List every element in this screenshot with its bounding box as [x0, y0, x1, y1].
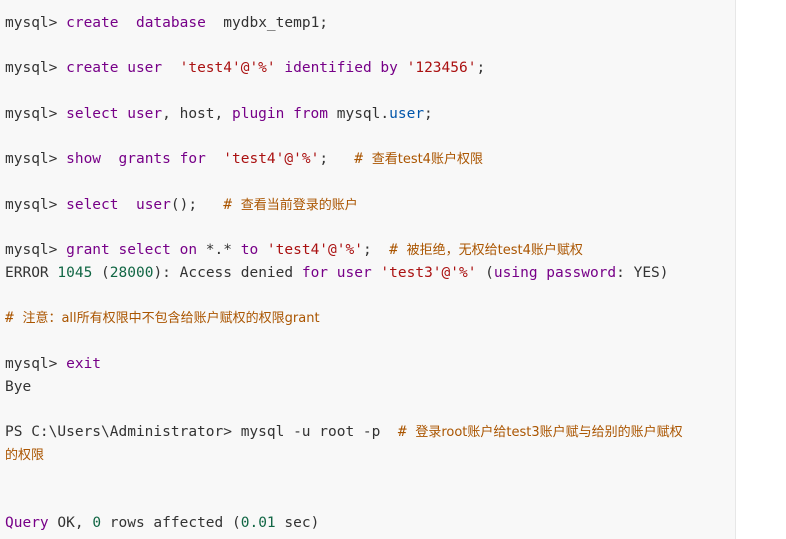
powershell-line: PS C:\Users\Administrator> mysql -u root… [5, 424, 683, 440]
code-line: mysql> exit [5, 356, 102, 372]
code-block: mysql> create database mydbx_temp1; mysq… [5, 0, 736, 539]
code-line: mysql> show grants for 'test4'@'%'; # 查看… [5, 151, 483, 167]
code-line: mysql> create database mydbx_temp1; [5, 15, 329, 31]
result-line: Query OK, 0 rows affected (0.01 sec) [5, 515, 320, 531]
comment-line: # 注意：all所有权限中不包含给账户赋权的权限grant [5, 310, 320, 326]
comment-continuation: 的权限 [5, 448, 45, 463]
code-line: mysql> create user 'test4'@'%' identifie… [5, 60, 486, 76]
error-line: ERROR 1045 (28000): Access denied for us… [5, 265, 669, 281]
output-line: Bye [5, 379, 32, 395]
code-line: mysql> select user(); # 查看当前登录的账户 [5, 197, 358, 213]
code-line: mysql> grant select on *.* to 'test4'@'%… [5, 242, 583, 258]
code-line: mysql> select user, host, plugin from my… [5, 106, 433, 122]
